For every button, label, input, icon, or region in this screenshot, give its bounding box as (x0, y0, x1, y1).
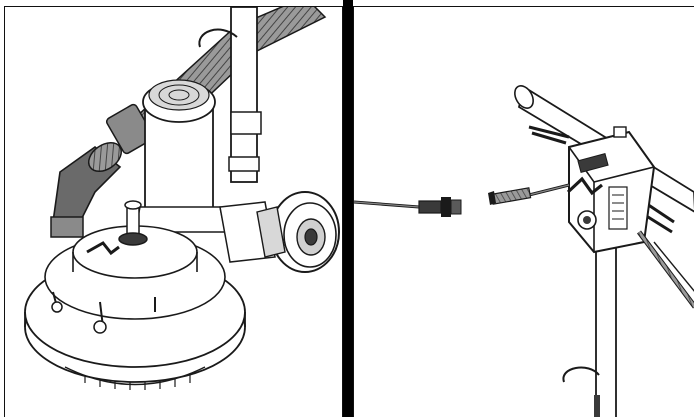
socket-cable (488, 183, 570, 205)
panel-machine-base (4, 6, 343, 417)
machine-base-drawing (24, 7, 340, 390)
socket-connector-icon (488, 187, 532, 205)
transport-wheel (219, 191, 340, 273)
base-deck (24, 200, 246, 390)
brand-logo-icon (86, 241, 120, 256)
panel-handle-control (353, 6, 694, 417)
control-box (566, 126, 656, 254)
cord-with-plug (354, 197, 462, 217)
quick-connect-plug-icon (418, 197, 462, 217)
handle-tube-right (562, 226, 617, 417)
handle-tube (198, 7, 262, 183)
vacuum-elbow (50, 141, 123, 238)
power-cable (636, 230, 694, 309)
brand-logo-icon (566, 176, 603, 196)
handle-control-drawing (354, 85, 694, 417)
motor-housing (134, 79, 226, 233)
panel-divider (343, 0, 353, 417)
